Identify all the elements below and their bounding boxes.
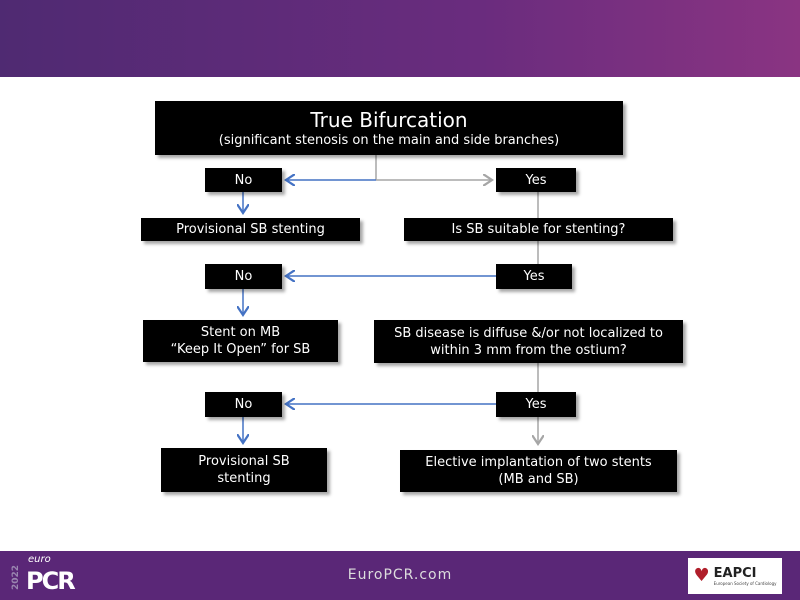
eapci-text: EAPCI — [713, 565, 757, 581]
logo-year: 2022 — [11, 564, 21, 590]
footer-bar — [0, 551, 800, 600]
no-box-3: No — [205, 392, 282, 417]
stent-on-mb-box: Stent on MB “Keep It Open” for SB — [143, 320, 338, 362]
stent-line1: Stent on MB — [200, 325, 281, 340]
footer-url[interactable]: EuroPCR.com — [347, 567, 453, 583]
header-banner — [0, 0, 800, 77]
stent-line2: “Keep It Open” for SB — [170, 342, 311, 357]
europcr-logo: 2022 euro PCR — [10, 554, 90, 596]
no-box-1: No — [205, 168, 282, 192]
elective-line2: (MB and SB) — [498, 472, 579, 487]
subtitle: (significant stenosis on the main and si… — [218, 132, 560, 148]
prov2-line2: stenting — [217, 471, 271, 486]
yes-box-3: Yes — [496, 392, 576, 417]
heart-icon: ♥ — [693, 565, 710, 586]
logo-pcr: PCR — [26, 567, 76, 595]
esc-text: European Society of Cardiology — [713, 580, 777, 586]
yes-box-1: Yes — [496, 168, 576, 192]
elective-line1: Elective implantation of two stents — [425, 455, 652, 470]
yes-box-2: Yes — [496, 264, 572, 289]
sb-suitable-box: Is SB suitable for stenting? — [404, 218, 673, 241]
prov2-line1: Provisional SB — [198, 454, 290, 469]
q2-line2: within 3 mm from the ostium? — [430, 342, 627, 358]
elective-two-stents-box: Elective implantation of two stents (MB … — [400, 450, 677, 492]
provisional-sb-box-2: Provisional SB stenting — [161, 448, 327, 492]
true-bifurcation-box: True Bifurcation (significant stenosis o… — [155, 101, 623, 155]
provisional-sb-box-1: Provisional SB stenting — [141, 218, 360, 241]
logo-euro: euro — [28, 554, 51, 565]
no-box-2: No — [205, 264, 282, 289]
sb-disease-box: SB disease is diffuse &/or not localized… — [374, 320, 683, 363]
eapci-logo: ♥ EAPCI European Society of Cardiology — [688, 558, 782, 594]
q2-line1: SB disease is diffuse &/or not localized… — [394, 325, 663, 341]
title: True Bifurcation — [310, 107, 468, 132]
